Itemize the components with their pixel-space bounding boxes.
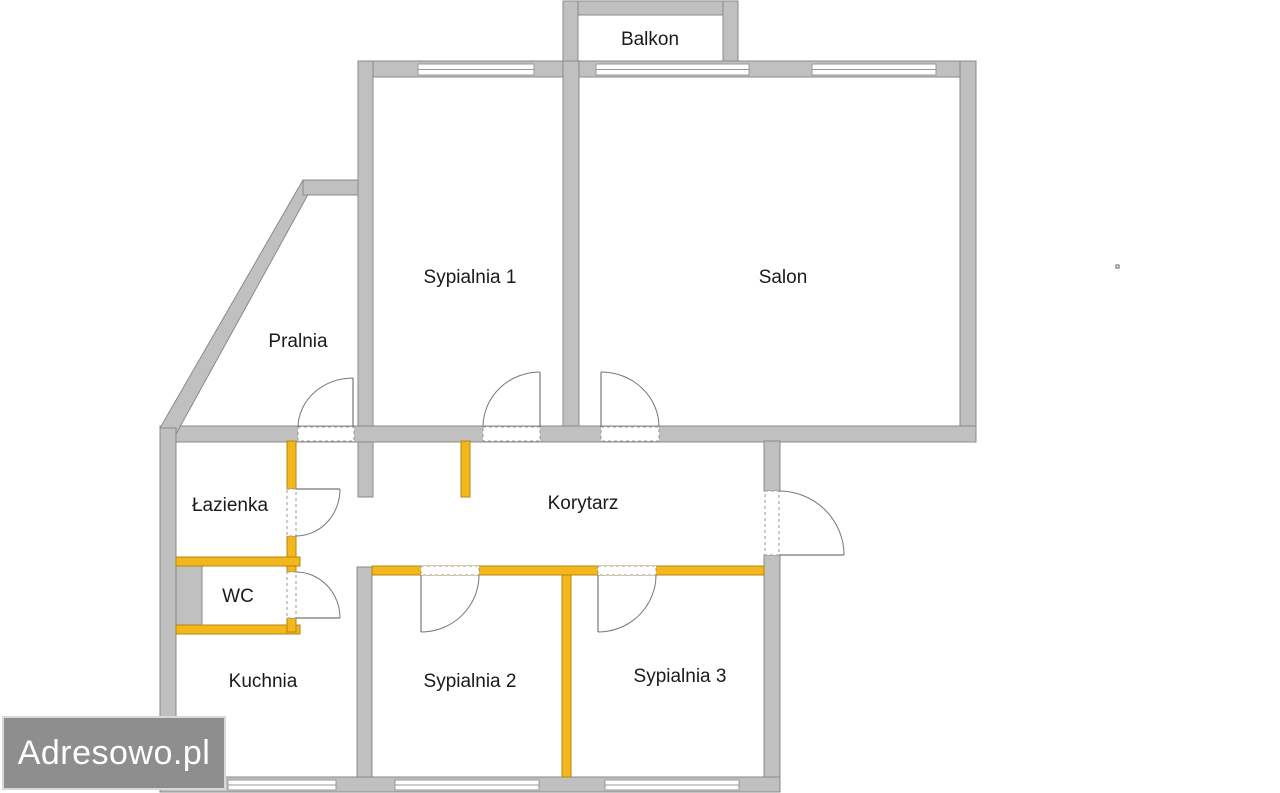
balcony-wall-right bbox=[722, 0, 739, 64]
door-gap-bathroom bbox=[286, 488, 297, 537]
wc-right-partition-lower bbox=[286, 617, 297, 633]
label-kuchnia: Kuchnia bbox=[229, 671, 298, 692]
balcony-wall-top bbox=[562, 0, 739, 16]
corridor-right-wall-upper bbox=[763, 440, 781, 492]
doors bbox=[286, 371, 845, 633]
balcony-wall-left bbox=[562, 0, 579, 64]
bathroom-right-partition-mid bbox=[286, 535, 297, 573]
label-korytarz: Korytarz bbox=[548, 493, 619, 514]
salon-right-wall bbox=[959, 60, 977, 442]
room-labels: Balkon Sypialnia 1 Salon Pralnia Łazienk… bbox=[192, 29, 807, 692]
door-gap-bedroom2 bbox=[420, 565, 480, 576]
door-gap-bedroom1 bbox=[482, 426, 541, 442]
laundry-top-wall bbox=[302, 179, 359, 196]
label-lazienka: Łazienka bbox=[192, 495, 268, 516]
door-gap-entrance bbox=[764, 490, 780, 556]
wc-kitchen-partition bbox=[175, 624, 301, 635]
corridor-stub-partition bbox=[460, 440, 471, 498]
door-gap-laundry bbox=[297, 426, 355, 442]
windows bbox=[227, 63, 937, 791]
door-gap-bedroom3 bbox=[597, 565, 657, 576]
kitchen-bedroom2-wall bbox=[356, 566, 373, 793]
bedroom2-bedroom3-partition bbox=[561, 574, 572, 778]
watermark-text: Adresowo.pl bbox=[17, 733, 211, 772]
watermark-badge: Adresowo.pl bbox=[2, 716, 226, 790]
label-sypialnia-1: Sypialnia 1 bbox=[424, 267, 517, 288]
marker-dot bbox=[1115, 264, 1120, 269]
label-pralnia: Pralnia bbox=[268, 331, 328, 352]
bedroom1-salon-divider bbox=[562, 60, 580, 442]
label-sypialnia-2: Sypialnia 2 bbox=[424, 671, 517, 692]
label-balkon: Balkon bbox=[621, 29, 679, 50]
label-sypialnia-3: Sypialnia 3 bbox=[634, 666, 727, 687]
door-gap-salon bbox=[600, 426, 660, 442]
bathroom-wc-partition bbox=[175, 556, 301, 567]
laundry-diagonal-wall bbox=[159, 179, 317, 435]
bathroom-right-partition-upper bbox=[286, 440, 297, 490]
wc-shaft bbox=[175, 565, 203, 627]
bedroom1-left-wall bbox=[357, 60, 374, 498]
bedroom3-right-wall bbox=[763, 554, 781, 793]
label-wc: WC bbox=[222, 586, 254, 607]
hall-top-wall bbox=[159, 425, 977, 443]
label-salon: Salon bbox=[759, 267, 808, 288]
door-gap-wc bbox=[286, 571, 297, 619]
partition-walls bbox=[175, 440, 765, 778]
